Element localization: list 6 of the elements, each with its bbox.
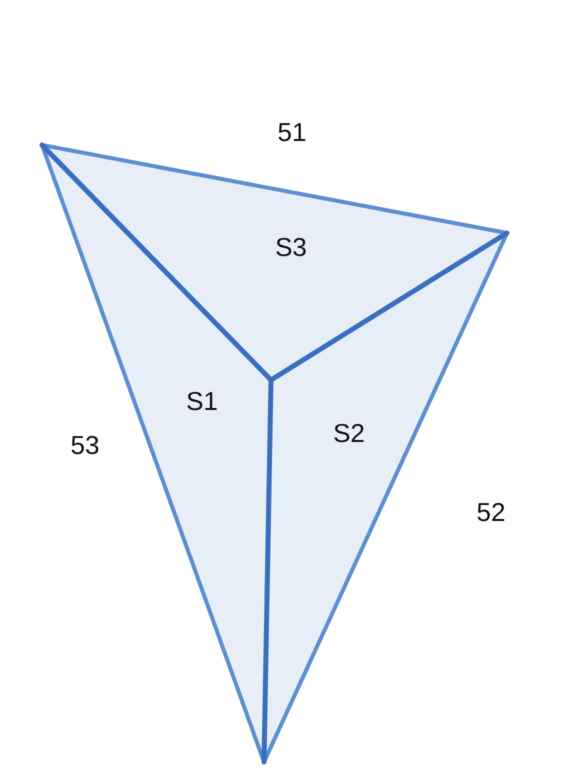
side-label: 52 <box>476 497 506 527</box>
region-label: S3 <box>275 232 307 262</box>
side-label: 53 <box>70 430 100 460</box>
region-label: S1 <box>186 386 218 416</box>
side-label: 51 <box>278 117 306 147</box>
region-label: S2 <box>333 418 365 448</box>
